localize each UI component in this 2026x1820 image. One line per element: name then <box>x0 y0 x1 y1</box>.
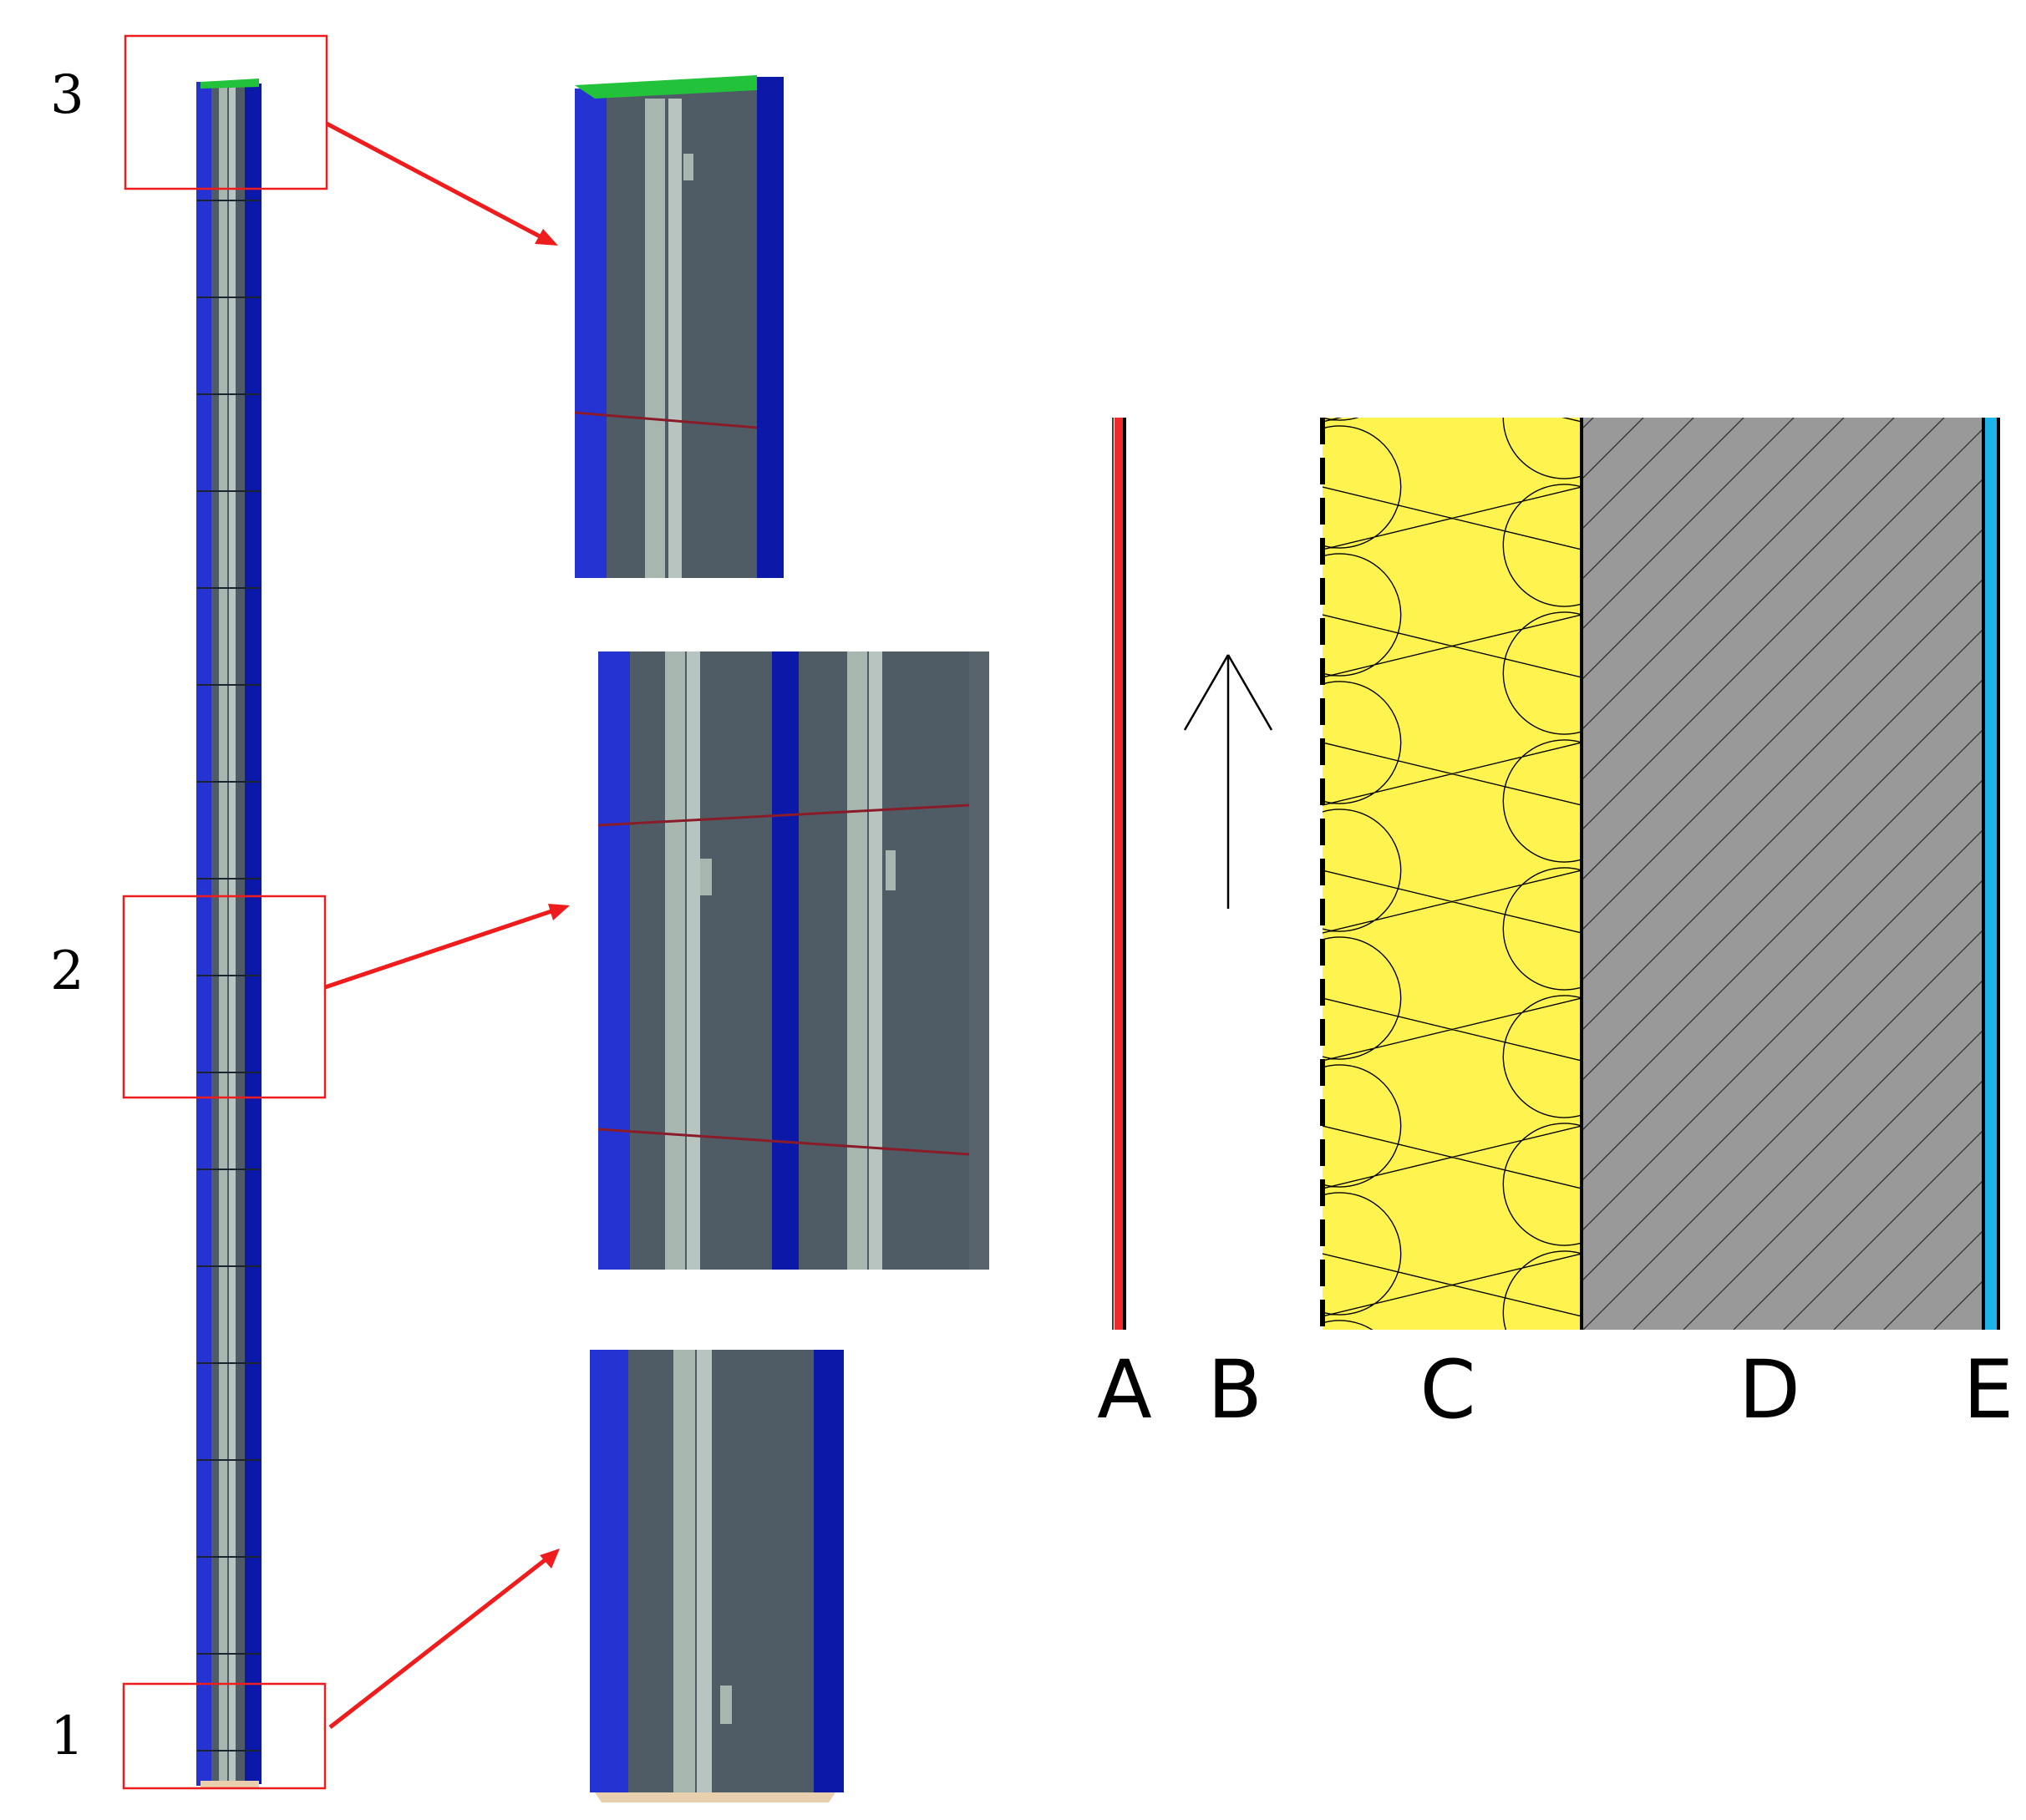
callout-arrow-3 <box>325 121 558 246</box>
masonry-hatch-line <box>1583 679 1983 1080</box>
masonry-hatch-line <box>1583 930 1983 1330</box>
detail-number-3: 3 <box>50 64 84 126</box>
detail-number-1: 1 <box>50 1706 84 1767</box>
detail-view-top <box>574 75 784 578</box>
layer-e-liner <box>1982 418 2000 1330</box>
masonry-hatch-line <box>1583 418 1845 679</box>
masonry-hatch-line <box>1783 1130 1983 1330</box>
masonry-hatch-line <box>1583 479 1983 880</box>
masonry-hatch-line <box>1583 418 1744 579</box>
callout-box-1 <box>122 1682 327 1790</box>
masonry-hatch-line <box>1733 1080 1983 1330</box>
masonry-hatch-line <box>1583 418 1945 779</box>
callout-box-3 <box>124 34 328 190</box>
layer-label-c: C <box>1419 1343 1475 1437</box>
masonry-hatch-line <box>1583 428 1983 829</box>
masonry-hatch-line <box>1583 418 1795 629</box>
airflow-arrow <box>1183 654 1273 909</box>
wall-section-diagram <box>1112 418 2000 1330</box>
callout-arrow-1 <box>328 1549 560 1729</box>
detail-number-2: 2 <box>50 940 84 1002</box>
masonry-hatch-line <box>1583 729 1983 1130</box>
full-wall-panel <box>196 79 262 1787</box>
masonry-hatch-line <box>1683 1030 1983 1330</box>
panel-grid-lines <box>197 200 261 1752</box>
masonry-hatch-line <box>1632 980 1983 1330</box>
masonry-hatch-line <box>1583 418 1895 729</box>
layer-label-e: E <box>1963 1343 2014 1437</box>
masonry-hatch-line <box>1583 829 1983 1230</box>
layer-label-a: A <box>1097 1343 1152 1437</box>
layer-c-insulation <box>1320 418 1583 1330</box>
detail-view-bottom <box>590 1350 844 1802</box>
callout-arrow-2 <box>324 904 570 990</box>
masonry-hatch-line <box>1583 579 1983 980</box>
layer-label-d: D <box>1739 1343 1800 1437</box>
detail-view-middle <box>597 651 989 1270</box>
layer-d-masonry <box>1583 418 1983 1330</box>
layer-a-cladding <box>1112 418 1126 1330</box>
callout-box-2 <box>122 895 327 1099</box>
layer-label-b: B <box>1207 1343 1262 1437</box>
masonry-hatch-line <box>1583 779 1983 1180</box>
masonry-hatch-line <box>1583 529 1983 930</box>
masonry-hatch-line <box>1583 629 1983 1030</box>
masonry-hatch-line <box>1583 880 1983 1280</box>
